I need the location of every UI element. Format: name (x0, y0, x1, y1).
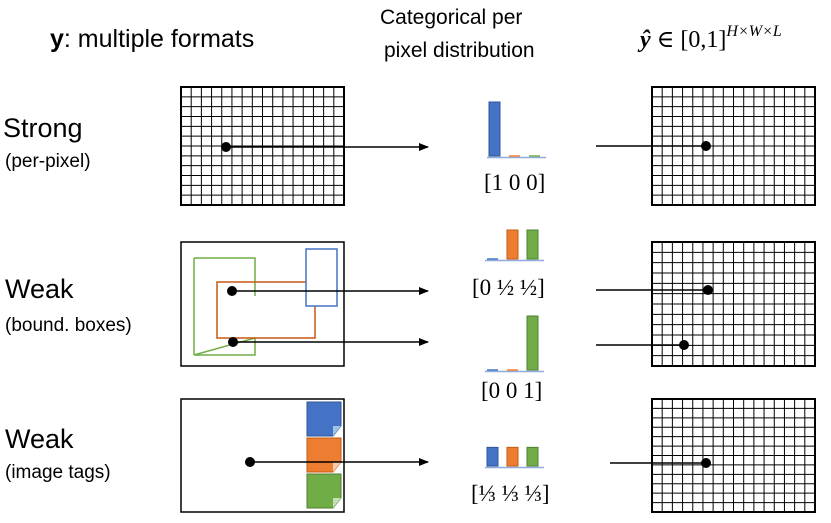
vector-box-1: [0 ½ ½] (472, 275, 545, 300)
lines-to-prediction (596, 141, 713, 468)
distribution-chart-strong (487, 101, 546, 159)
grid-frame (651, 398, 816, 513)
prediction-grid-strong (651, 86, 816, 206)
grid-frame (180, 86, 345, 206)
header-ground-truth: y: multiple formats (50, 25, 254, 53)
bbox-orange (216, 281, 316, 339)
tags-image-frame (180, 398, 345, 513)
distribution-bar-class-1 (486, 446, 499, 467)
distribution-bar-class-3 (526, 315, 539, 371)
prediction-grid-weak-tags (651, 398, 816, 513)
bbox-image-frame (180, 241, 345, 367)
header-categorical-line1: Categorical per (380, 6, 522, 29)
pred-dot-box-2 (679, 340, 689, 350)
grid-frame (651, 241, 816, 367)
vector-strong: [1 0 0] (484, 170, 545, 195)
pred-dot-tags (701, 458, 711, 468)
tag-orange-icon (306, 437, 342, 473)
bounding-box-image (180, 241, 345, 367)
distribution-bar-class-2 (506, 229, 519, 260)
distribution-chart-box-2 (485, 315, 544, 373)
header-categorical-line2: pixel distribution (384, 39, 535, 62)
distribution-bar-class-2 (506, 446, 519, 467)
row-sublabel-image-tags: (image tags) (5, 462, 111, 483)
row-label-weak-tags: Weak (5, 424, 74, 454)
distribution-bar-class-1 (488, 101, 501, 157)
arrows-to-distribution (221, 142, 429, 467)
strong-label-pixel-grid (180, 86, 345, 206)
bbox-green (193, 257, 256, 356)
distribution-chart-box-1 (485, 229, 544, 262)
distribution-bar-class-3 (526, 229, 539, 260)
image-tags-image (180, 398, 345, 513)
vector-box-2: [0 0 1] (481, 378, 542, 403)
vector-tags: [⅓ ⅓ ⅓] (471, 481, 550, 506)
row-sublabel-bound-boxes: (bound. boxes) (5, 315, 132, 336)
row-label-strong: Strong (3, 113, 83, 143)
tag-blue-icon (306, 401, 342, 437)
distribution-bar-class-3 (526, 446, 539, 467)
distribution-chart-tags (485, 446, 544, 469)
row-label-weak-boxes: Weak (5, 274, 74, 304)
tag-green-icon (306, 473, 342, 509)
row-sublabel-per-pixel: (per-pixel) (5, 151, 91, 172)
prediction-grid-weak-boxes (651, 241, 816, 367)
header-prediction: ŷ ∈ [0,1]H×W×L (637, 23, 782, 53)
pred-dot-box-1 (703, 285, 713, 295)
bbox-blue (305, 248, 338, 307)
pred-dot-strong (701, 141, 711, 151)
